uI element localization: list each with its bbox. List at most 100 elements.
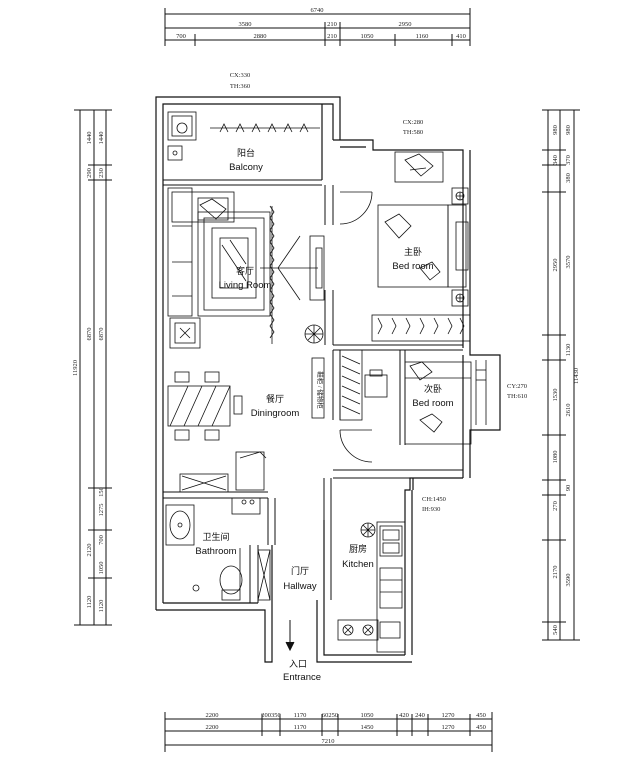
left-dimensions <box>74 109 112 626</box>
dim-right-in-6: 2610 <box>565 404 572 417</box>
doors <box>239 191 373 590</box>
dim-left-in-3: 6870 <box>98 328 105 341</box>
dim-bot-mid-4: 1270 <box>442 724 455 731</box>
dim-right-mid-6: 270 <box>552 501 559 511</box>
dim-top-in-2: 2880 <box>254 33 267 40</box>
dim-bot-in-5: 1050 <box>361 712 374 719</box>
dim-left-total: 11920 <box>72 360 79 376</box>
dim-left-mid-5: 1120 <box>86 596 93 609</box>
living-label-cn: 客厅 <box>236 265 254 277</box>
hallway-label-cn: 门厅 <box>291 565 309 577</box>
cabinet-note: 鞋柜 / 储物柜 <box>316 371 325 409</box>
second-window-cx: CY:270 <box>507 383 527 390</box>
dim-right-in-3: 380 <box>565 173 572 183</box>
dim-right-total: 11430 <box>573 368 580 384</box>
kitchen-fixtures <box>337 521 406 653</box>
dim-left-in-1: 1440 <box>98 132 105 145</box>
master-label-cn: 主卧 <box>404 246 422 258</box>
dim-bot-mid-2: 1170 <box>294 724 307 731</box>
dim-right-mid-4: 1530 <box>552 389 559 402</box>
dim-bot-in-9: 450 <box>476 712 486 719</box>
dim-right-in-7: 90 <box>565 485 572 492</box>
second-window-th: TH:610 <box>507 393 527 400</box>
dim-right-in-5: 1130 <box>565 344 572 357</box>
balcony-label-en: Balcony <box>229 162 263 173</box>
hallway-cabinet <box>257 549 271 601</box>
master-window-cx: CX:280 <box>403 119 424 126</box>
dim-left-in-2: 230 <box>98 168 105 178</box>
dim-right-mid-8: 540 <box>552 625 559 635</box>
dim-bot-in-2: 200350 <box>261 712 281 719</box>
dim-bot-in-1: 2200 <box>206 712 219 719</box>
bath-label-en: Bathroom <box>195 546 236 557</box>
dim-bot-total: 7210 <box>322 738 335 745</box>
hallway-label-en: Hallway <box>283 581 317 592</box>
master-bedroom-furniture <box>371 151 471 342</box>
dim-left-in-4: 150 <box>98 487 105 497</box>
dim-left-in-8: 1120 <box>98 600 105 613</box>
dim-right-mid-2: 340 <box>552 155 559 165</box>
dim-left-mid-2: 290 <box>86 168 93 178</box>
kitchen-window-th: IH:930 <box>422 506 440 513</box>
dim-bot-in-6: 420 <box>399 712 409 719</box>
dim-right-mid-1: 980 <box>552 125 559 135</box>
second-bedroom-furniture <box>404 360 487 445</box>
dim-right-in-1: 980 <box>565 125 572 135</box>
bath-label-cn: 卫生间 <box>202 531 229 543</box>
dimension-text: 6740 3580 210 2950 700 2880 210 1050 116… <box>72 7 580 745</box>
balcony-window-cx: CX:330 <box>230 72 251 79</box>
dim-top-mid-1: 3580 <box>239 21 252 28</box>
dim-top-in-3: 210 <box>327 33 337 40</box>
dim-bot-in-4: 60250 <box>322 712 338 719</box>
dim-right-in-4: 3570 <box>565 256 572 269</box>
dining-label-en: Diningroom <box>251 408 300 419</box>
dim-right-in-8: 3590 <box>565 574 572 587</box>
dim-right-mid-7: 2170 <box>552 566 559 579</box>
dining-label-cn: 餐厅 <box>266 393 284 405</box>
dim-left-in-7: 1050 <box>98 562 105 575</box>
window-notes: CX:330 TH:360 CX:280 TH:580 CY:270 TH:61… <box>230 72 528 513</box>
dining-furniture <box>167 371 267 505</box>
dim-top-mid-3: 2950 <box>399 21 412 28</box>
dim-right-mid-3: 2950 <box>552 259 559 272</box>
living-label-en: Living Room <box>219 280 272 291</box>
dim-top-total: 6740 <box>311 7 324 14</box>
dim-bot-in-3: 1170 <box>294 712 307 719</box>
bathroom-fixtures <box>165 497 261 601</box>
entrance-arrow <box>285 620 295 652</box>
top-dimensions <box>164 8 471 46</box>
dim-right-in-2: 370 <box>565 155 572 165</box>
dim-left-mid-4: 2120 <box>86 544 93 557</box>
dim-top-in-5: 1160 <box>416 33 429 40</box>
living-furniture <box>167 187 325 349</box>
balcony-furniture <box>167 111 320 161</box>
second-label-cn: 次卧 <box>424 383 442 395</box>
hall-wardrobe <box>311 349 388 421</box>
bottom-dimensions <box>164 712 493 752</box>
dim-bot-mid-3: 1450 <box>361 724 374 731</box>
right-dimensions <box>542 109 580 641</box>
dim-top-mid-2: 210 <box>327 21 337 28</box>
dim-top-in-4: 1050 <box>361 33 374 40</box>
dim-left-mid-3: 6870 <box>86 328 93 341</box>
dim-top-in-1: 700 <box>176 33 186 40</box>
master-window-th: TH:580 <box>403 129 423 136</box>
dim-bot-in-8: 1270 <box>442 712 455 719</box>
room-labels: 阳台 Balcony 客厅 Living Room 主卧 Bed room 次卧… <box>195 147 453 683</box>
second-label-en: Bed room <box>412 398 453 409</box>
dim-top-in-6: 410 <box>456 33 466 40</box>
kitchen-label-en: Kitchen <box>342 559 374 570</box>
entrance-label-cn: 入口 <box>289 659 307 670</box>
dim-bot-in-7: 240 <box>415 712 425 719</box>
balcony-label-cn: 阳台 <box>237 147 255 159</box>
entrance-label-en: Entrance <box>283 672 321 683</box>
dim-right-mid-5: 1080 <box>552 451 559 464</box>
dim-bot-mid-1: 2200 <box>206 724 219 731</box>
exterior-walls <box>155 96 501 663</box>
master-label-en: Bed room <box>392 261 433 272</box>
dim-left-in-5: 1275 <box>98 504 105 517</box>
dim-left-in-6: 700 <box>98 535 105 545</box>
dim-bot-mid-5: 450 <box>476 724 486 731</box>
balcony-window-th: TH:360 <box>230 83 250 90</box>
